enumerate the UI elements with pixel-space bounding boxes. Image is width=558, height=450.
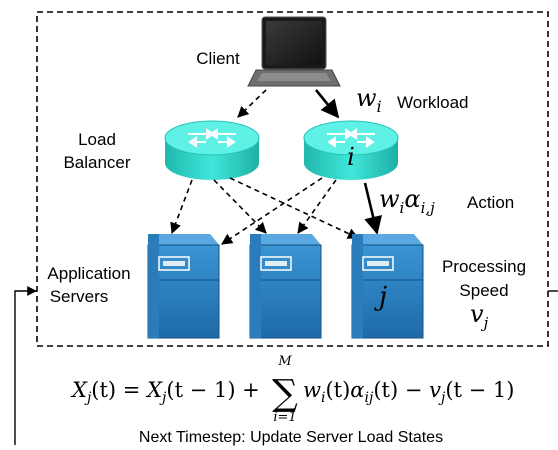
application-servers-label-line2: Servers — [50, 287, 109, 306]
balancer2-to-server2-arrow — [297, 179, 337, 234]
load-balancer-label-line2: Balancer — [63, 153, 130, 172]
summation-upper-limit: M — [277, 354, 292, 369]
load-balancer-router-icon — [303, 120, 399, 180]
balancer1-to-server1-arrow — [170, 179, 193, 235]
client-to-balancer-right-arrow — [314, 89, 340, 119]
application-server-icon — [351, 234, 424, 339]
processing-speed-symbol: vj — [470, 300, 489, 332]
client-to-balancer-left-arrow — [237, 89, 267, 118]
application-server-icon — [147, 234, 220, 339]
action-label: Action — [467, 193, 514, 212]
load-update-equation: Xj(t) = Xj(t − 1) + ∑ M i=1 wi(t)αij(t) … — [70, 354, 514, 425]
summation-symbol: ∑ — [272, 373, 298, 414]
next-timestep-label: Next Timestep: Update Server Load States — [139, 429, 443, 446]
balancer1-to-server3-arrow — [229, 177, 360, 239]
load-balancer-router-icon — [164, 120, 260, 180]
svg-text:wi(t)αij(t) − vj(t − 1): wi(t)αij(t) − vj(t − 1) — [303, 378, 514, 406]
client-label: Client — [196, 49, 240, 68]
processing-speed-label-line1: Processing — [442, 257, 526, 276]
balancer2-to-server3-arrow — [363, 182, 383, 235]
processing-speed-label-line2: Speed — [459, 281, 508, 300]
application-servers-label-line1: Application — [47, 264, 130, 283]
application-server-icon — [249, 234, 322, 339]
action-symbol: wiαi,j — [379, 185, 435, 217]
client-laptop-icon — [247, 16, 341, 87]
load-balancer-label-line1: Load — [78, 130, 116, 149]
balancer1-to-server2-arrow — [213, 179, 267, 234]
summation-lower-limit: i=1 — [273, 410, 296, 425]
workload-symbol: wi — [356, 84, 382, 116]
balancer2-to-server1-arrow — [221, 177, 323, 245]
feedback-loop-arrow — [14, 286, 37, 445]
balancer-index-label: i — [347, 143, 355, 171]
system-boundary — [36, 11, 549, 347]
svg-text:Xj(t) = Xj(t − 1) +: Xj(t) = Xj(t − 1) + — [70, 378, 260, 406]
workload-label: Workload — [397, 93, 469, 112]
